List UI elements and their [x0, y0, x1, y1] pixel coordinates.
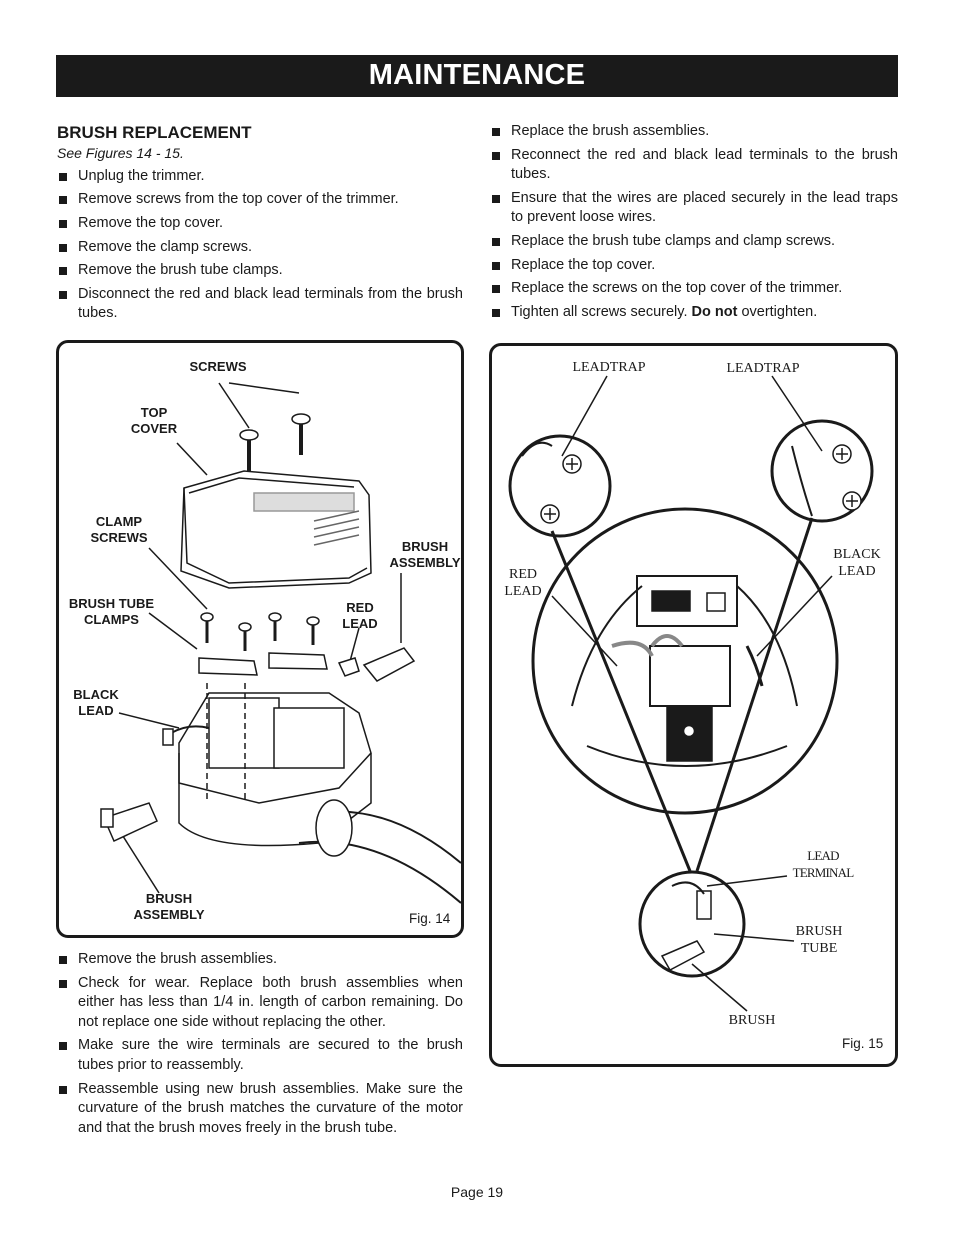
list-item: Remove screws from the top cover of the …: [57, 190, 463, 210]
list-item: Ensure that the wires are placed securel…: [490, 189, 898, 228]
right-steps-list: Replace the brush assemblies. Reconnect …: [490, 122, 898, 323]
list-item: Tighten all screws securely. Do not over…: [490, 303, 898, 323]
label-clamp-screws: CLAMP SCREWS: [90, 514, 148, 545]
label-leadtrap-right: LEADTRAP: [726, 361, 800, 376]
left-column: BRUSH REPLACEMENT See Figures 14 - 15. U…: [57, 123, 463, 328]
list-item: Unplug the trimmer.: [57, 167, 463, 187]
right-column: Replace the brush assemblies. Reconnect …: [490, 122, 898, 327]
section-title: BRUSH REPLACEMENT: [57, 123, 252, 142]
list-item: Replace the brush assemblies.: [490, 122, 898, 142]
label-lead-terminal: LEAD TERMINAL: [792, 848, 855, 880]
figure-14-illustration: [100, 382, 461, 904]
label-screws: SCREWS: [189, 359, 247, 374]
title-banner: MAINTENANCE: [56, 55, 898, 97]
label-leadtrap-left: LEADTRAP: [572, 360, 646, 375]
label-brush-assembly-top: BRUSH ASSEMBLY: [389, 539, 461, 570]
label-brush-tube-clamps: BRUSH TUBE CLAMPS: [68, 596, 155, 627]
label-black-lead: BLACK LEAD: [73, 687, 119, 718]
label-black-lead: BLACK LEAD: [833, 547, 881, 579]
page-title: MAINTENANCE: [368, 59, 586, 91]
figure-14: SCREWS TOP COVER CLAMP SCREWS BRUSH ASSE…: [56, 340, 464, 938]
step-text: Tighten all screws securely.: [511, 304, 692, 321]
list-item: Replace the screws on the top cover of t…: [490, 279, 898, 299]
list-item: Replace the brush tube clamps and clamp …: [490, 232, 898, 252]
figure-15: LEADTRAP LEADTRAP RED LEAD BLACK LEAD LE…: [489, 343, 898, 1067]
list-item: Reconnect the red and black lead termina…: [490, 146, 898, 185]
page-number: Page 19: [450, 1184, 504, 1200]
figure-15-illustration: [508, 375, 874, 1012]
lower-left-column: Remove the brush assemblies. Check for w…: [57, 950, 463, 1142]
label-top-cover: TOP COVER: [130, 405, 178, 436]
list-item: Replace the top cover.: [490, 256, 898, 276]
list-item: Check for wear. Replace both brush assem…: [57, 974, 463, 1033]
list-item: Disconnect the red and black lead termin…: [57, 285, 463, 324]
label-brush-assembly-bottom: BRUSH ASSEMBLY: [133, 891, 205, 922]
label-brush-tube: BRUSH TUBE: [795, 924, 843, 956]
figure-14-caption: Fig. 14: [409, 911, 451, 926]
list-item: Remove the clamp screws.: [57, 238, 463, 258]
list-item: Remove the brush tube clamps.: [57, 261, 463, 281]
step-text: overtighten.: [737, 304, 818, 321]
label-red-lead: RED LEAD: [342, 600, 378, 631]
section-subtitle: See Figures 14 - 15.: [57, 145, 184, 161]
emphasis-text: Do not: [691, 304, 738, 321]
lower-steps-list: Remove the brush assemblies. Check for w…: [57, 950, 463, 1138]
figure-15-caption: Fig. 15: [842, 1036, 884, 1051]
list-item: Make sure the wire terminals are secured…: [57, 1036, 463, 1075]
label-red-lead: RED LEAD: [504, 567, 542, 599]
label-brush: BRUSH: [728, 1013, 776, 1028]
left-steps-list: Unplug the trimmer. Remove screws from t…: [57, 167, 463, 324]
list-item: Remove the top cover.: [57, 214, 463, 234]
list-item: Reassemble using new brush assemblies. M…: [57, 1080, 463, 1139]
list-item: Remove the brush assemblies.: [57, 950, 463, 970]
